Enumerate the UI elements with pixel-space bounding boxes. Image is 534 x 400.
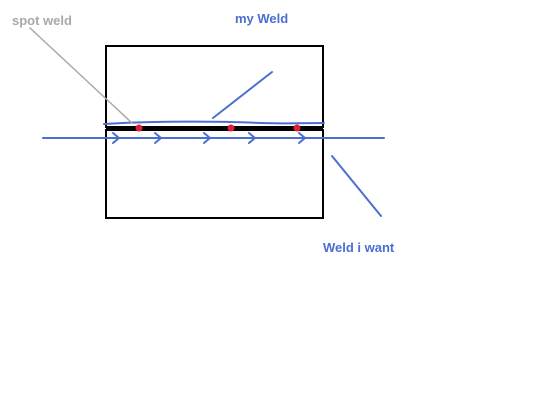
top-plate (105, 45, 324, 128)
weld-direction-arrows (112, 132, 306, 144)
arrow-head-5 (298, 132, 306, 144)
spot-weld-dot-1 (135, 124, 143, 132)
spot-weld-leader (29, 27, 133, 124)
arrow-head-2 (154, 132, 162, 144)
bottom-plate (105, 129, 324, 219)
arrow-head-1 (112, 132, 120, 144)
spot-weld-label: spot weld (12, 13, 72, 28)
my-weld-line (103, 120, 325, 125)
my-weld-label: my Weld (235, 11, 289, 26)
spot-weld-dot-2 (227, 124, 235, 132)
my-weld-leader (212, 71, 273, 119)
arrow-head-3 (203, 132, 211, 144)
arrow-head-4 (248, 132, 256, 144)
weld-i-want-leader (331, 155, 382, 217)
weld-i-want-label: Weld i want (323, 240, 395, 255)
spot-weld-dot-3 (293, 124, 301, 132)
